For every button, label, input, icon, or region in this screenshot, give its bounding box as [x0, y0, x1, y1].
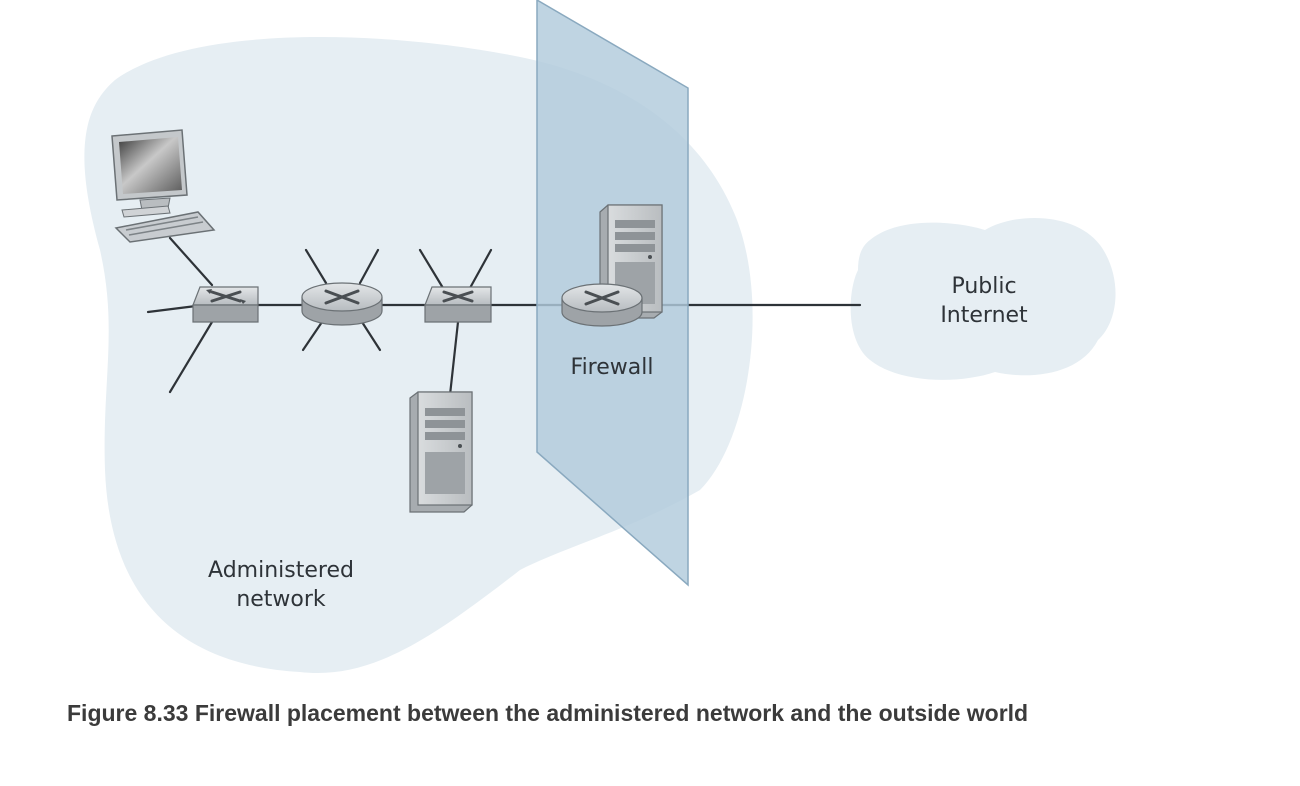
- desktop-computer-icon: [111, 129, 216, 243]
- switch-1-icon: [192, 286, 259, 323]
- firewall-router-icon: [561, 283, 643, 327]
- administered-network-label-line2: network: [236, 587, 326, 612]
- administered-network-label-line1: Administered: [208, 558, 354, 583]
- public-internet-cloud: [850, 217, 1116, 380]
- public-internet-label-line2: Internet: [940, 303, 1028, 328]
- public-internet-label-line1: Public: [951, 274, 1016, 299]
- internal-server-icon: [409, 391, 473, 513]
- router-1-icon: [301, 282, 383, 326]
- switch-2-icon: [424, 286, 492, 323]
- firewall-label: Firewall: [571, 355, 654, 380]
- figure-caption: Figure 8.33 Firewall placement between t…: [67, 700, 1029, 726]
